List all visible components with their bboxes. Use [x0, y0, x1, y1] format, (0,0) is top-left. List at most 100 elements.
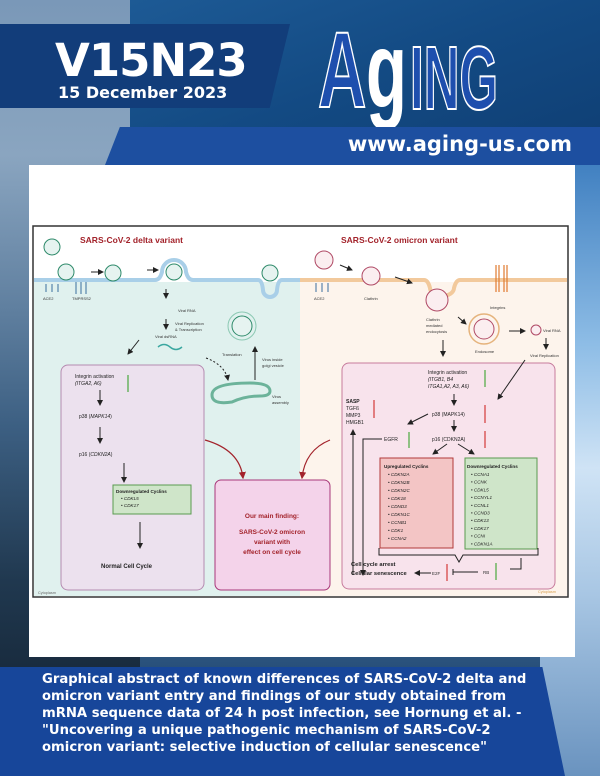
- endosome-label: Endosome: [475, 349, 495, 354]
- main-finding-box: [214, 479, 331, 591]
- sasp-title: SASP: [346, 399, 360, 405]
- journal-url[interactable]: www.aging-us.com: [347, 132, 572, 156]
- cellular-senescence-label: Cellular senescence: [351, 571, 408, 577]
- virus-icon: [165, 263, 183, 281]
- cell-cycle-arrest-label: Cell cycle arrest: [351, 562, 396, 568]
- cyclin-item: • CDKN2C: [388, 488, 410, 493]
- cyclin-item: • CDKN1A: [471, 541, 493, 546]
- aging-logo: A g ING: [317, 12, 570, 129]
- endosome-icon: [468, 313, 500, 345]
- virus-icon: [57, 263, 75, 281]
- cyclin-item: • CDND3: [388, 504, 407, 509]
- sasp-item: TGFß: [346, 406, 359, 412]
- omicron-downregulated-box: [464, 457, 538, 550]
- virus-icon: [314, 250, 334, 270]
- cyclin-item: • CDKL5: [121, 496, 139, 501]
- endocytosis-label-1: Clathrin: [426, 317, 440, 322]
- endocytosis-label-2: mediated: [426, 323, 442, 328]
- delta-integrin-label: Integrin activation: [75, 374, 114, 380]
- viral-rna-label: Viral RNA: [178, 308, 196, 313]
- rb-label: RB: [483, 570, 489, 575]
- omicron-ace2-label: ACE2: [314, 296, 325, 301]
- cyclin-item: • CDK17: [121, 503, 139, 508]
- sasp-item: HMGB1: [346, 420, 364, 426]
- finding-line-4: effect on cell cycle: [243, 549, 301, 556]
- arrow: [497, 359, 526, 400]
- issue-band: [0, 24, 290, 108]
- finding-line-2: SARS-CoV-2 omicron: [239, 529, 305, 536]
- finding-arrow-left: [204, 439, 246, 480]
- transcription-label: & Transcription: [175, 327, 202, 332]
- cyclin-item: • CCNB1: [388, 520, 407, 525]
- dsrna-icon: [157, 343, 183, 351]
- translation-arrow: [205, 357, 230, 381]
- omicron-p38-label: p38 (MAPK14): [432, 412, 465, 418]
- delta-integrin-genes: (ITGA2, A6): [75, 381, 102, 387]
- omicron-cytoplasm-label: Cytoplasm: [538, 590, 556, 594]
- cyclin-item: • CCNA2: [388, 536, 407, 541]
- cyclin-item: • CCND3: [471, 511, 490, 516]
- cyclin-item: • CCNI: [471, 534, 486, 539]
- finding-line-1: Our main finding:: [245, 513, 299, 520]
- inhibit-line: [510, 558, 522, 570]
- cyclin-bracket: [378, 548, 539, 564]
- er-assembly-icon: [210, 381, 272, 405]
- ace2-label: ACE2: [43, 296, 54, 301]
- cyclin-item: • CDKN2B: [388, 480, 410, 485]
- omicron-replication-label: Viral Replication: [530, 353, 559, 358]
- golgi-label-2: golgi vesicle: [262, 363, 285, 368]
- omicron-title: SARS-CoV-2 omicron variant: [341, 235, 458, 245]
- cyclin-item: • CCNYL1: [471, 495, 492, 500]
- upregulated-list: • CDKN2A• CDKN2B• CDKN2C• CDK18• CDND3• …: [388, 472, 410, 541]
- delta-p38-label: p38 (MAPK14): [79, 414, 112, 420]
- omicron-integrin-genes-1: (ITGB1, B4: [428, 377, 453, 383]
- arrow: [432, 443, 448, 455]
- cyclin-item: • CDKN2A: [388, 472, 410, 477]
- omicron-downregulated-list: • CCNA1• CCNK• CDKL5• CCNYL1• CCNL1• CCN…: [471, 472, 493, 546]
- figure-caption: Graphical abstract of known differences …: [42, 672, 527, 755]
- omicron-virus-icons: [314, 250, 542, 345]
- virus-icon: [361, 266, 381, 286]
- delta-membrane: [34, 258, 300, 299]
- arrow: [457, 316, 467, 325]
- arrow: [407, 413, 429, 425]
- issue-date: 15 December 2023: [58, 83, 228, 102]
- logo-letters-ing: ING: [409, 29, 499, 129]
- delta-title: SARS-CoV-2 delta variant: [80, 235, 183, 245]
- cyclin-item: • CDKL5: [471, 487, 489, 492]
- arrow: [394, 276, 413, 285]
- delta-p16-label: p16 (CDKN2A): [79, 452, 113, 458]
- integrin-receptors: [495, 265, 508, 292]
- cyclin-item: • CDK13: [471, 518, 489, 523]
- omicron-p16-label: p16 (CDKN2A): [432, 437, 466, 443]
- delta-pathway-box: [60, 364, 205, 591]
- url-band: [105, 127, 600, 165]
- endocytosis-label-3: endocytosis: [426, 329, 447, 334]
- cyclin-item: • CDK1: [388, 528, 404, 533]
- sasp-item: MMP3: [346, 413, 361, 419]
- dsrna-label: Viral dsRNA: [155, 334, 177, 339]
- upregulated-title: Upregulated Cyclins: [384, 464, 429, 469]
- virus-icon: [231, 315, 253, 337]
- egfr-arrow: [360, 438, 382, 576]
- delta-downregulated-list: • CDKL5 • CDK17: [121, 496, 139, 508]
- omicron-downregulated-title: Downregulated Cyclins: [467, 464, 518, 469]
- delta-downregulated-title: Downregulated Cyclins: [116, 489, 167, 494]
- arrow: [457, 443, 475, 455]
- assembly-label-2: assembly: [272, 400, 289, 405]
- finding-arrow-right: [299, 439, 331, 480]
- tmprss2-label: TMPRSS2: [72, 296, 92, 301]
- golgi-label-1: Virus inside: [262, 357, 283, 362]
- virus-icon: [425, 288, 449, 312]
- translation-label: Translation: [222, 352, 242, 357]
- clathrin-label: Clathrin: [364, 296, 378, 301]
- rb-inhibit: [452, 569, 478, 575]
- virus-icon: [43, 238, 61, 256]
- integrins-label: Integrins: [490, 305, 505, 310]
- viral-rna-icon: [530, 324, 542, 336]
- caption-band: [0, 667, 565, 776]
- cyclin-item: • CCNL1: [471, 503, 489, 508]
- omicron-upregulated-box: [379, 457, 454, 549]
